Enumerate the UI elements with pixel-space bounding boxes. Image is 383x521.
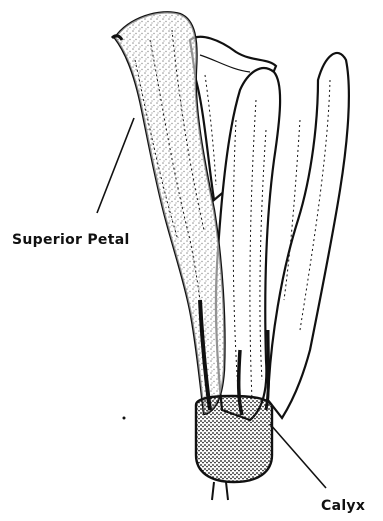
superior-petal-leader: [97, 118, 134, 213]
stem: [212, 482, 228, 500]
calyx-shape: [196, 396, 272, 482]
superior-petal-label: Superior Petal: [12, 232, 130, 248]
calyx-label: Calyx: [321, 498, 365, 514]
calyx-leader: [270, 424, 326, 488]
